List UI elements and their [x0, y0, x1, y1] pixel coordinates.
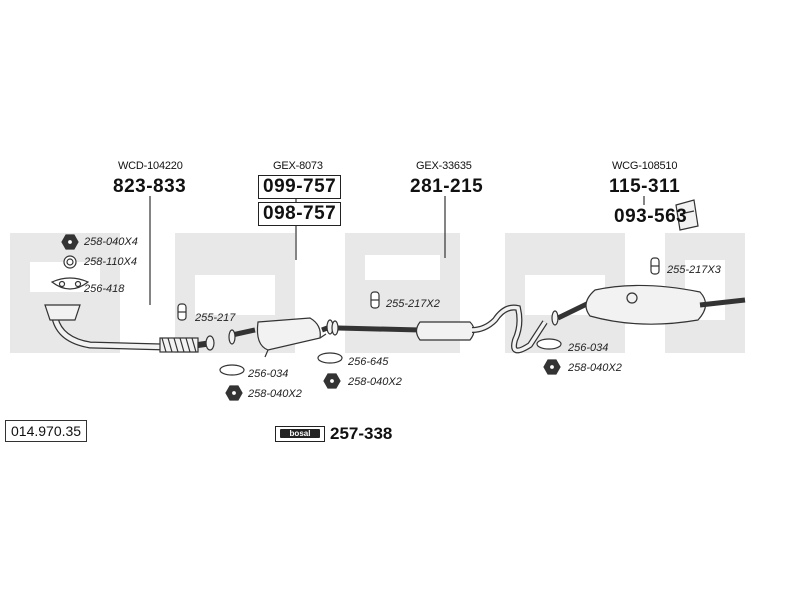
nut-icon-1 — [61, 234, 79, 250]
section-number-2a: 099-757 — [258, 175, 342, 199]
ring-icon-1 — [63, 255, 77, 269]
front-pipe — [44, 304, 215, 353]
hanger-icon-3 — [650, 257, 660, 275]
nut-icon-2 — [225, 385, 243, 401]
part-label-11: 258-040X2 — [568, 362, 622, 374]
reference-number: 014.970.35 — [5, 420, 88, 442]
section-number-2b: 098-757 — [258, 202, 342, 226]
part-label-7: 256-645 — [348, 356, 389, 368]
part-label-3: 256-418 — [84, 283, 125, 295]
gasket-icon-1 — [50, 277, 90, 290]
part-label-4: 255-217 — [195, 312, 236, 324]
part-label-5: 256-034 — [248, 368, 289, 380]
catalytic-converter — [228, 317, 334, 358]
nut-icon-4 — [543, 359, 561, 375]
brand-part-number: 257-338 — [330, 424, 393, 443]
section-number-4b: 093-563 — [614, 206, 688, 227]
hanger-icon-1 — [177, 303, 187, 321]
section-number-3: 281-215 — [410, 176, 484, 197]
rear-silencer — [556, 284, 746, 325]
brand-logo: bosal — [275, 426, 325, 442]
part-label-6: 258-040X2 — [248, 388, 302, 400]
gasket-icon-2 — [219, 364, 245, 376]
bracket-icon — [675, 199, 699, 231]
section-number-4: 115-311 — [609, 176, 681, 197]
middle-silencer — [331, 304, 559, 354]
section-header-2: GEX-8073 — [273, 160, 323, 172]
part-label-12: 255-217X3 — [667, 264, 721, 276]
section-header-1: WCD-104220 — [118, 160, 183, 172]
part-label-2: 258-110X4 — [84, 256, 138, 268]
gasket-icon-3 — [317, 352, 343, 364]
hanger-icon-2 — [370, 291, 380, 309]
part-label-8: 258-040X2 — [348, 376, 402, 388]
brand-logo-text: bosal — [280, 429, 320, 438]
part-label-10: 256-034 — [568, 342, 609, 354]
part-label-9: 255-217X2 — [386, 298, 440, 310]
section-header-3: GEX-33635 — [416, 160, 472, 172]
nut-icon-3 — [323, 373, 341, 389]
section-number-1: 823-833 — [113, 176, 187, 197]
part-label-1: 258-040X4 — [84, 236, 138, 248]
gasket-icon-4 — [536, 338, 562, 350]
section-header-4: WCG-108510 — [612, 160, 678, 172]
